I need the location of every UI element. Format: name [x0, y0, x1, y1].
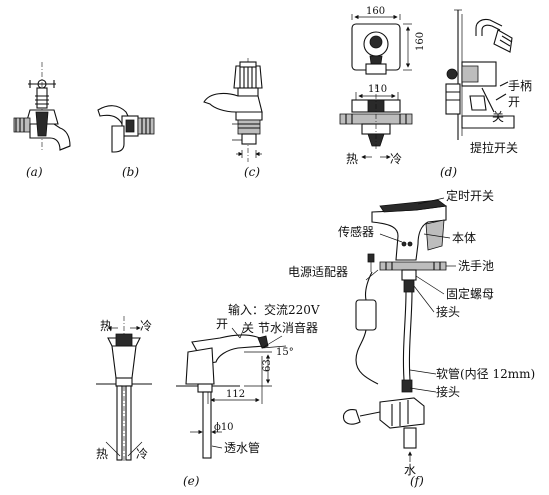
sensor-label: 传感器	[338, 224, 374, 239]
open-label-d: 开	[508, 95, 520, 109]
dim-height-label: 160	[415, 32, 426, 51]
faucet-c	[203, 58, 263, 162]
cold-label-e-top: 冷	[140, 319, 152, 333]
fixing-nut-label: 固定螺母	[446, 286, 494, 301]
handle-label: 手柄	[508, 79, 532, 93]
caption-b: (b)	[122, 165, 139, 179]
timer-switch-label: 定时开关	[446, 188, 494, 203]
body-label: 本体	[452, 231, 476, 245]
angle-label: 15°	[276, 347, 294, 358]
caption-d: (d)	[440, 165, 457, 179]
dim-width-label: 160	[366, 6, 385, 17]
cold-label-d: 冷	[390, 152, 402, 166]
cold-label-e-bottom: 冷	[136, 447, 148, 461]
hot-label-d: 热	[346, 152, 358, 166]
joint-label-bottom: 接头	[436, 384, 460, 399]
tube-label: 透水管	[224, 440, 260, 455]
caption-c: (c)	[244, 165, 260, 179]
power-adapter-label: 电源适配器	[288, 265, 348, 279]
faucet-f	[342, 197, 456, 462]
dim-110-label: 110	[368, 84, 387, 95]
joint-label-top: 接头	[436, 304, 460, 319]
dim-phi10-label: ϕ10	[214, 422, 234, 433]
faucet-d	[339, 9, 515, 160]
caption-e: (e)	[183, 474, 200, 488]
faucet-a	[13, 62, 71, 151]
dim-63-label: 63	[262, 359, 273, 372]
open-label-e: 开	[216, 317, 228, 331]
hot-label-e-bottom: 热	[96, 447, 108, 461]
hose-label: 软管(内径 12mm)	[436, 366, 535, 381]
hot-label-e-top: 热	[100, 319, 112, 333]
close-label-d: 关	[492, 110, 504, 124]
wash-basin-label: 洗手池	[458, 259, 494, 273]
faucet-e	[96, 316, 287, 462]
faucet-b	[97, 105, 155, 153]
muffler-label: 节水消音器	[258, 320, 318, 335]
dim-112-label: 112	[226, 389, 245, 400]
caption-a: (a)	[26, 165, 43, 179]
caption-f: (f)	[410, 474, 424, 488]
close-label-e: 关	[242, 321, 254, 335]
water-label: 水	[404, 463, 416, 477]
pull-switch-label: 提拉开关	[470, 140, 518, 155]
input-label: 输入：交流220V	[228, 302, 320, 317]
